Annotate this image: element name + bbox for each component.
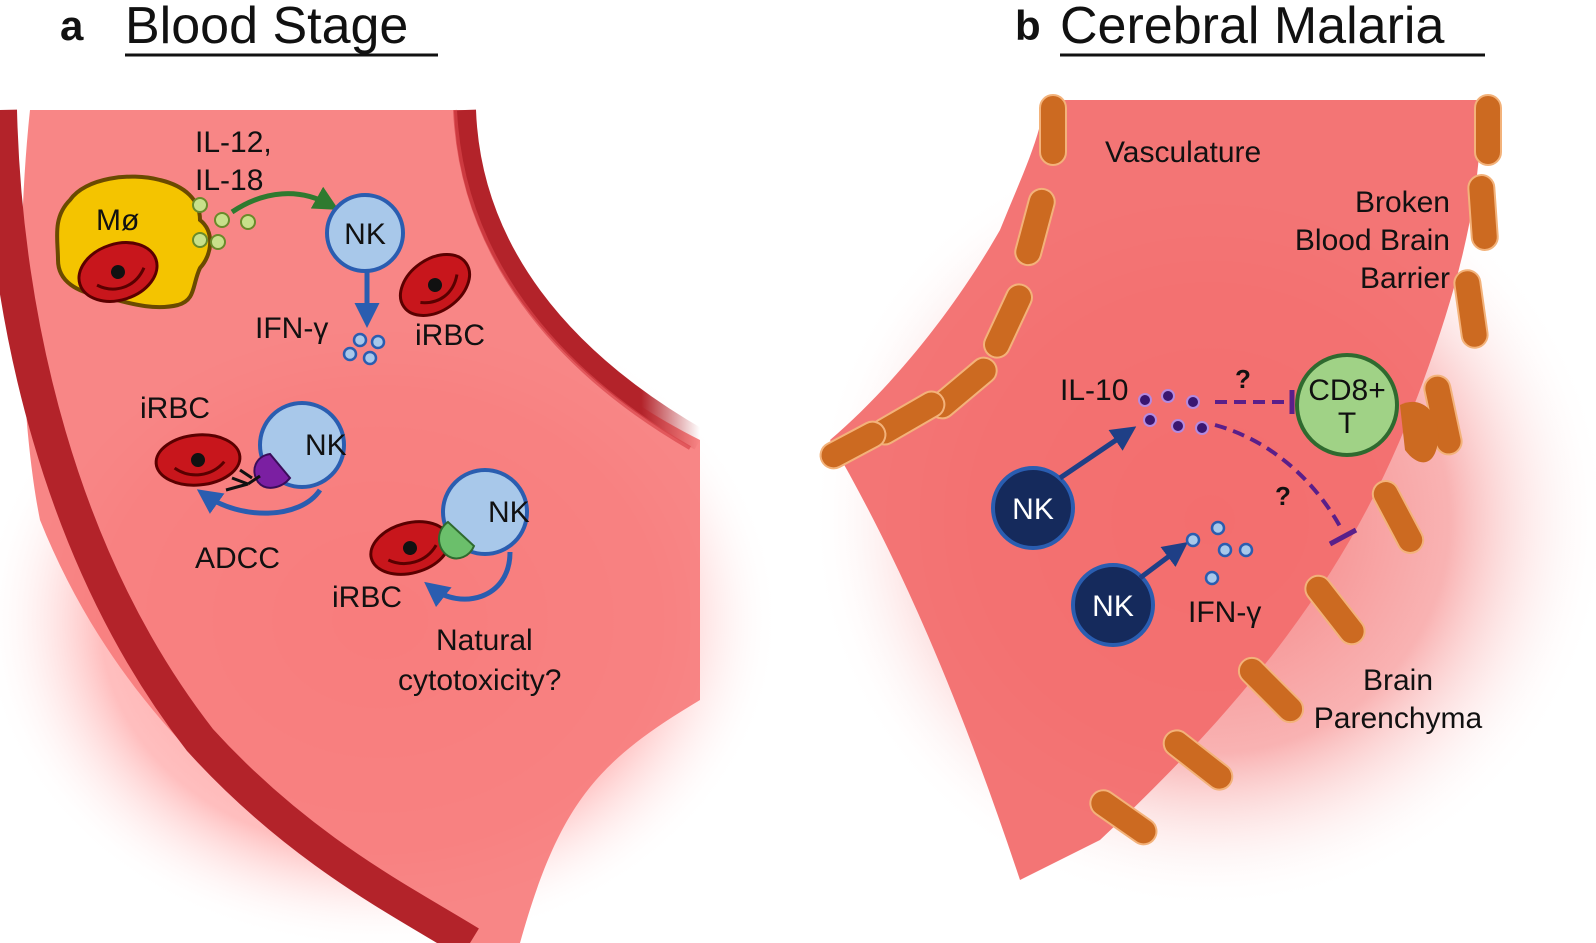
nk-cell-il10	[991, 466, 1075, 550]
ifn-dots-b	[1185, 520, 1254, 586]
il12-il18-dots	[192, 197, 256, 250]
panel-a-letter: a	[60, 2, 84, 49]
natural-arrow	[424, 551, 513, 608]
antibody-icon	[225, 468, 261, 492]
irbc-label-adcc: iRBC	[140, 392, 210, 425]
irbc-label-top: iRBC	[415, 319, 485, 352]
vasculature-label: Vasculature	[1105, 136, 1261, 169]
irbc-in-macrophage	[77, 241, 159, 303]
brain-label-line2: Parenchyma	[1314, 702, 1483, 735]
cd8-attachment	[1400, 401, 1439, 463]
vasculature-lumen	[830, 100, 1481, 880]
nk-label-natural: NK	[488, 496, 530, 529]
brain-label-line1: Brain	[1363, 664, 1433, 697]
nk-cell-ifn	[1071, 563, 1155, 647]
question-cd8: ?	[1235, 364, 1251, 394]
il10-dots	[1138, 389, 1209, 435]
panel-b: b Cerebral Malaria Vasculature Broken Bl…	[810, 0, 1596, 910]
bbb-label-line3: Barrier	[1360, 262, 1450, 295]
vessel-wall-inner	[454, 109, 706, 450]
ifn-dots-a	[342, 332, 386, 366]
endothelial-left-wall	[819, 94, 1067, 470]
endothelial-right-wall	[1089, 94, 1502, 846]
ifn-label-b: IFN-γ	[1188, 596, 1261, 629]
inhibit-line-bbb	[1214, 423, 1344, 531]
panel-b-letter: b	[1015, 2, 1041, 49]
il10-label: IL-10	[1060, 374, 1128, 407]
nk-label-adcc: NK	[305, 429, 347, 462]
ifn-arrow-b	[1138, 542, 1188, 580]
irbc-free	[398, 253, 472, 317]
adcc-arrow	[196, 488, 323, 516]
bbb-label-line1: Broken	[1355, 186, 1450, 219]
nk-cell-top	[325, 193, 405, 273]
vessel-wall-inner-highlight	[453, 109, 692, 450]
macrophage-label: Mø	[96, 204, 139, 237]
fc-receptor	[253, 452, 292, 489]
cd8-label-line1: CD8+	[1308, 374, 1386, 407]
nk-label-ifn: NK	[1092, 590, 1134, 623]
cd8-t-cell	[1295, 353, 1399, 457]
panel-a: a Blood Stage Mø IL-12, IL-18 NK	[0, 0, 780, 943]
irbc-label-natural: iRBC	[332, 581, 402, 614]
natural-receptor	[438, 520, 476, 560]
cd8-label-line2: T	[1338, 407, 1356, 440]
natural-label-line2: cytotoxicity?	[398, 664, 561, 697]
adcc-label: ADCC	[195, 542, 280, 575]
bbb-label-line2: Blood Brain	[1295, 224, 1450, 257]
activation-arrow	[230, 186, 339, 215]
il10-arrow	[1058, 426, 1137, 481]
natural-label-line1: Natural	[436, 624, 533, 657]
irbc-adcc	[154, 433, 242, 487]
inhibit-bar-bbb	[1328, 527, 1358, 547]
nk-label-il10: NK	[1012, 493, 1054, 526]
irbc-natural	[369, 520, 451, 576]
ifn-label-a: IFN-γ	[255, 312, 328, 345]
vessel-wall-outer	[0, 109, 479, 943]
cytokine-label-line1: IL-12,	[195, 126, 272, 159]
cytokine-label-line2: IL-18	[195, 164, 263, 197]
panel-b-title: Cerebral Malaria	[1060, 0, 1444, 55]
panel-a-title: Blood Stage	[125, 0, 408, 55]
question-bbb: ?	[1275, 481, 1291, 511]
nk-cell-natural	[441, 468, 529, 556]
nk-label-top: NK	[344, 218, 386, 251]
